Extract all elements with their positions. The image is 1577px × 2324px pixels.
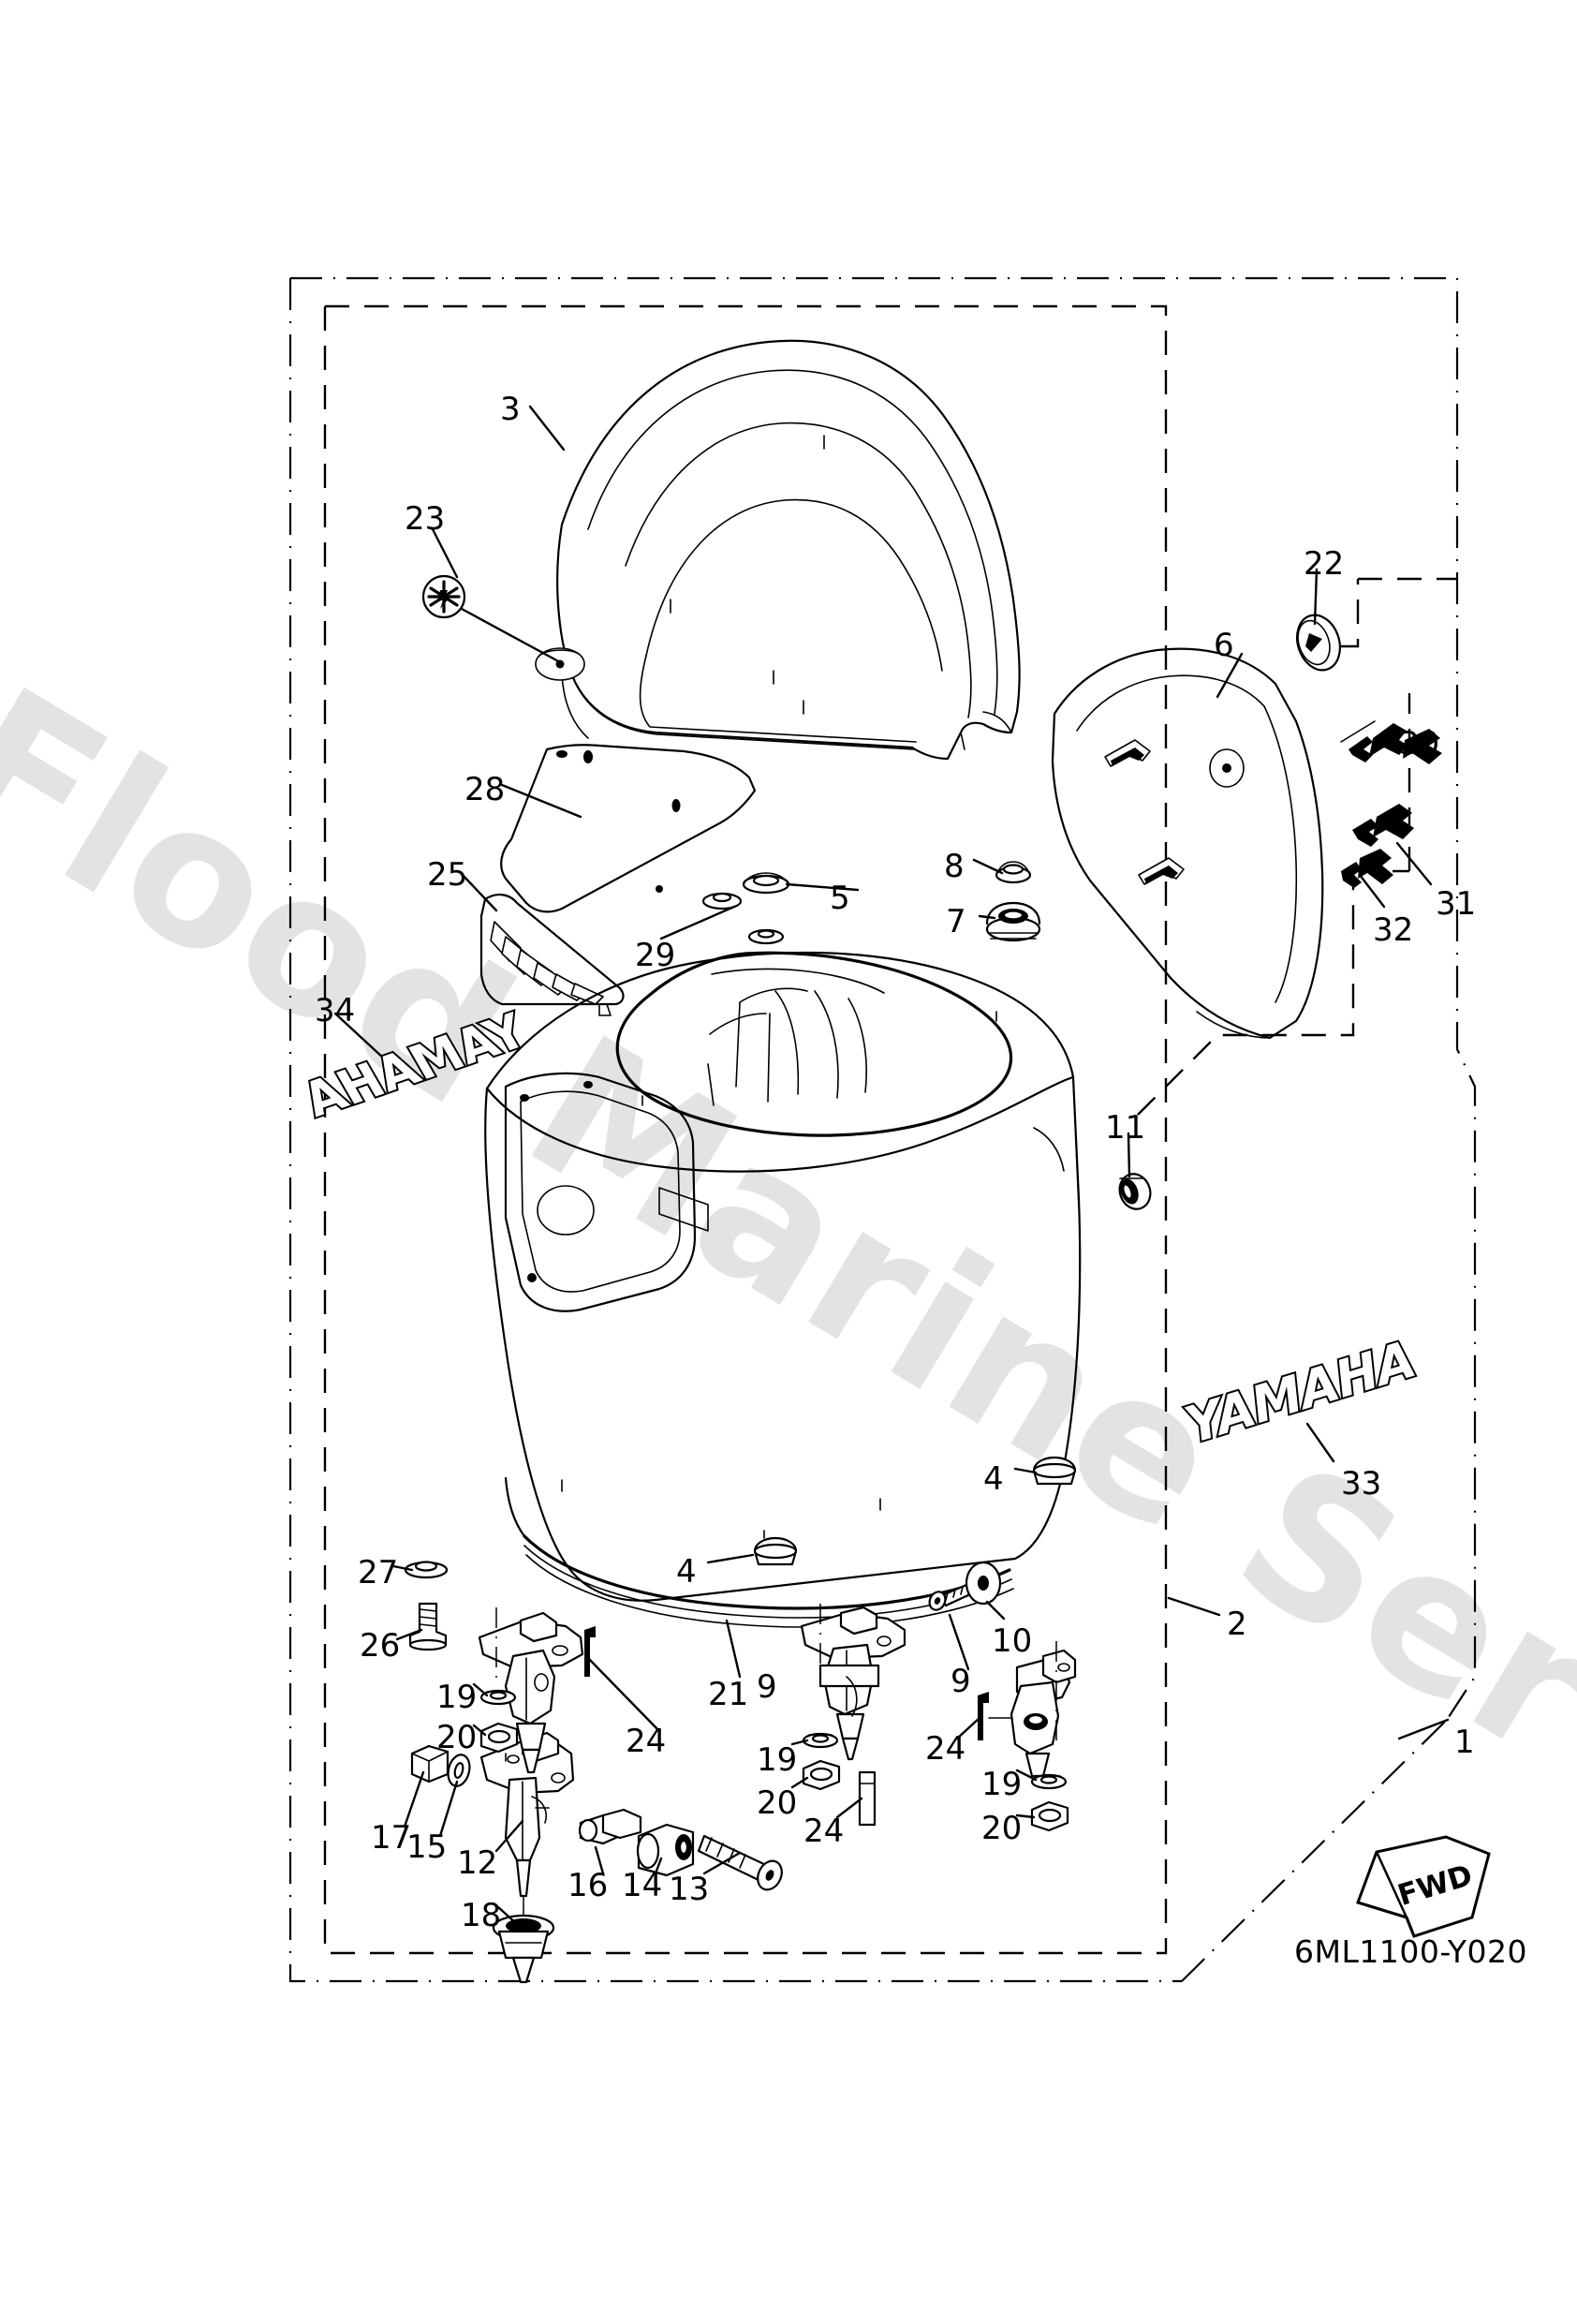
part-25-air-intake-louver [479, 894, 625, 1016]
callout-grommet-lower: 27 [358, 1554, 399, 1591]
callout-upper-cowling-cover: 3 [500, 391, 521, 428]
part-32-graphic-decal [1341, 849, 1393, 888]
diagram-part-number: 6ML1100-Y020 [1294, 1933, 1527, 1970]
callout-nut-cap: 17 [371, 1819, 412, 1857]
boundary-item-2 [323, 304, 1168, 1955]
callout-top-cowling-assembly: 1 [1454, 1724, 1475, 1761]
callout-graphic-decal-upper: 30 [1399, 725, 1440, 762]
part-2-main-cowling-body [484, 951, 1082, 1628]
callout-spacer: 16 [567, 1867, 609, 1904]
callout-washer: 10 [992, 1622, 1033, 1660]
part-23-star-plug [421, 574, 466, 619]
callout-air-intake-louver: 25 [427, 856, 468, 894]
boundary-decals [1137, 577, 1457, 1116]
callout-rubber-seat: 18 [461, 1897, 502, 1934]
part-6-rear-cowling-panel [1051, 647, 1324, 1040]
callout-star-plug: 23 [405, 500, 446, 538]
part-4-bushing-rear [1032, 1456, 1077, 1486]
callout-yamaha-decal-front: 33 [1341, 1465, 1382, 1502]
part-9-screw [928, 1583, 972, 1611]
part-24-latch-right [1010, 1641, 1077, 1778]
callout-plug-cap: 22 [1304, 545, 1345, 583]
callout-screw-rear: 9 [757, 1668, 777, 1706]
callout-bushing-rear: 4 [983, 1460, 1004, 1498]
part-10-washer [965, 1561, 1002, 1606]
part-22-plug-cap [1296, 614, 1341, 672]
callout-yamaha-decal-rear: 34 [315, 992, 356, 1029]
part-8-grommet-small [995, 861, 1032, 884]
part-5-seal-grommet [742, 872, 790, 895]
callout-cowling-seal-gasket: 21 [708, 1676, 749, 1713]
part-7-rubber-seal [985, 901, 1041, 942]
part-13-bolt [697, 1834, 783, 1891]
part-4-bushing-front [753, 1530, 798, 1566]
part-20-nut-c [1030, 1800, 1069, 1832]
part-20-nut-a [479, 1722, 519, 1754]
callout-graphic-decal-small: 32 [1373, 911, 1414, 949]
part-14-collar [636, 1823, 695, 1877]
part-3-upper-cowling [535, 339, 1021, 761]
part-19-washer-b [802, 1732, 839, 1749]
part-31-graphic-decal [1352, 804, 1414, 847]
part-18-rubber-seat [492, 1914, 555, 1984]
callout-clip-pin-c: 24 [925, 1730, 966, 1768]
fwd-arrow-icon [1356, 1835, 1491, 1938]
part-26-screw-tapping [408, 1602, 448, 1651]
part-16-spacer [578, 1808, 642, 1845]
callout-washer-spring-b: 19 [757, 1741, 798, 1779]
part-27-grommet-lower [404, 1561, 449, 1579]
part-24-clip-b [858, 1770, 877, 1827]
part-24-latch-center [800, 1604, 906, 1761]
callout-clip-pin-b: 24 [803, 1813, 845, 1850]
callout-latch-hook-lower: 12 [457, 1844, 498, 1882]
part-17-nut-cap [410, 1744, 450, 1784]
callout-nut-a: 20 [436, 1719, 478, 1756]
callout-washer-spring-c: 19 [981, 1766, 1023, 1803]
part-15-washer-plain [447, 1754, 471, 1787]
callout-collar: 14 [622, 1867, 663, 1904]
callout-sound-insulator-panel: 28 [464, 771, 506, 808]
callout-bolt: 13 [669, 1871, 710, 1908]
callout-rubber-seal: 7 [946, 903, 966, 940]
part-30-graphic-decal [1340, 720, 1442, 764]
callout-grommet-small: 8 [944, 848, 965, 885]
callout-screw-front: 9 [951, 1663, 971, 1700]
callout-nut-c: 20 [981, 1810, 1023, 1847]
part-24-clip-a [584, 1626, 596, 1677]
part-24-clip-c [978, 1692, 1012, 1740]
callout-damper-seat: 29 [635, 937, 676, 974]
callout-grommet-cable: 11 [1105, 1109, 1146, 1147]
callout-screw-tapping: 26 [360, 1627, 401, 1665]
callout-bushing-front: 4 [676, 1553, 697, 1591]
part-28-insulator-panel [500, 744, 757, 913]
callout-cowling-sub-assembly: 2 [1227, 1606, 1247, 1643]
part-19-washer-a [479, 1689, 517, 1706]
callout-washer-plain: 15 [406, 1828, 448, 1866]
callout-rear-cowling-panel: 6 [1214, 627, 1234, 664]
callout-washer-spring-a: 19 [436, 1679, 478, 1716]
callout-clip-pin-a: 24 [626, 1723, 667, 1760]
callout-graphic-decal-lower: 31 [1436, 885, 1477, 923]
part-20-nut-b [802, 1759, 841, 1791]
part-29-damper-seat [701, 892, 785, 945]
leader-lines [333, 405, 1450, 1926]
part-24-latch-upper-left [478, 1607, 584, 1774]
boundary-item-1 [288, 276, 1477, 1983]
callout-nut-b: 20 [757, 1784, 798, 1822]
part-11-grommet-cable [1118, 1173, 1152, 1210]
callout-seal-grommet: 5 [830, 880, 850, 917]
part-19-washer-c [1030, 1773, 1068, 1790]
